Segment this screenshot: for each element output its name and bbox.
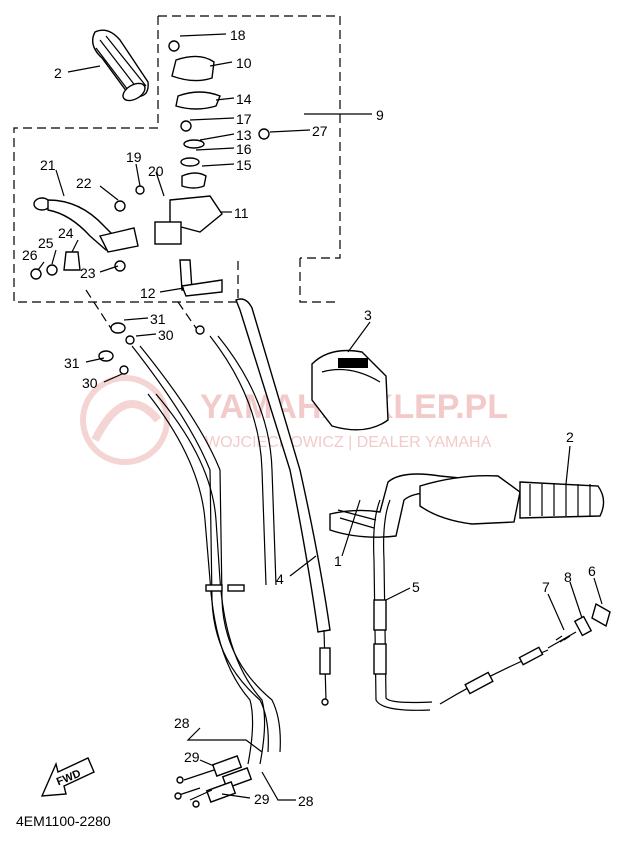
callout-30-lower: 30 bbox=[82, 375, 98, 391]
callout-14: 14 bbox=[236, 91, 252, 107]
callout-23: 23 bbox=[80, 265, 96, 281]
callout-28-lower: 28 bbox=[298, 793, 314, 809]
callout-3: 3 bbox=[364, 307, 372, 323]
callout-5: 5 bbox=[412, 579, 420, 595]
callout-9: 9 bbox=[376, 107, 384, 123]
callout-29-lower: 29 bbox=[254, 791, 270, 807]
callout-19: 19 bbox=[126, 149, 142, 165]
callout-4: 4 bbox=[276, 571, 284, 587]
callout-17: 17 bbox=[236, 111, 252, 127]
leader-lines bbox=[37, 33, 603, 801]
callout-12: 12 bbox=[140, 285, 156, 301]
adjuster-bolt bbox=[547, 602, 611, 649]
callouts: 2 18 10 14 9 17 27 13 16 15 21 19 20 22 … bbox=[22, 27, 596, 809]
callout-21: 21 bbox=[40, 157, 56, 173]
callout-31-upper: 31 bbox=[150, 311, 166, 327]
callout-15: 15 bbox=[236, 157, 252, 173]
throttle-cable bbox=[235, 298, 331, 706]
clamp-parts bbox=[154, 40, 270, 245]
washers bbox=[98, 322, 205, 375]
assembly-boundary bbox=[13, 15, 341, 331]
fwd-arrow-icon: FWD bbox=[40, 757, 95, 797]
callout-29-upper: 29 bbox=[184, 749, 200, 765]
callout-2-right: 2 bbox=[566, 429, 574, 445]
callout-26: 26 bbox=[22, 247, 38, 263]
cable-ends bbox=[174, 755, 253, 808]
callout-22: 22 bbox=[76, 175, 92, 191]
watermark: YAMAHASKLEP.PL WOJCIECHOWICZ | DEALER YA… bbox=[80, 375, 508, 465]
callout-30-upper: 30 bbox=[158, 327, 174, 343]
callout-28-upper: 28 bbox=[174, 715, 190, 731]
callout-18: 18 bbox=[230, 27, 246, 43]
callout-20: 20 bbox=[148, 163, 164, 179]
callout-11: 11 bbox=[234, 205, 249, 221]
callout-25: 25 bbox=[38, 235, 54, 251]
callout-27: 27 bbox=[312, 123, 328, 139]
brake-lever bbox=[30, 185, 145, 280]
callout-31-lower: 31 bbox=[64, 355, 80, 371]
cables-left bbox=[131, 335, 281, 765]
callout-7: 7 bbox=[542, 579, 550, 595]
watermark-tagline: WOJCIECHOWICZ | DEALER YAMAHA bbox=[205, 434, 492, 451]
grip-left bbox=[92, 29, 149, 102]
callout-24: 24 bbox=[58, 225, 74, 241]
callout-2: 2 bbox=[54, 65, 62, 81]
drawing-code: 4EM1100-2280 bbox=[16, 813, 111, 829]
adjuster bbox=[179, 259, 223, 297]
callout-1: 1 bbox=[334, 553, 342, 569]
handlebar bbox=[329, 473, 605, 538]
callout-16: 16 bbox=[236, 141, 252, 157]
callout-8: 8 bbox=[564, 569, 572, 585]
callout-6: 6 bbox=[588, 563, 596, 579]
callout-10: 10 bbox=[236, 55, 252, 71]
throttle-cable-5 bbox=[373, 499, 549, 711]
callout-13: 13 bbox=[236, 127, 252, 143]
switch-housing bbox=[311, 349, 389, 431]
